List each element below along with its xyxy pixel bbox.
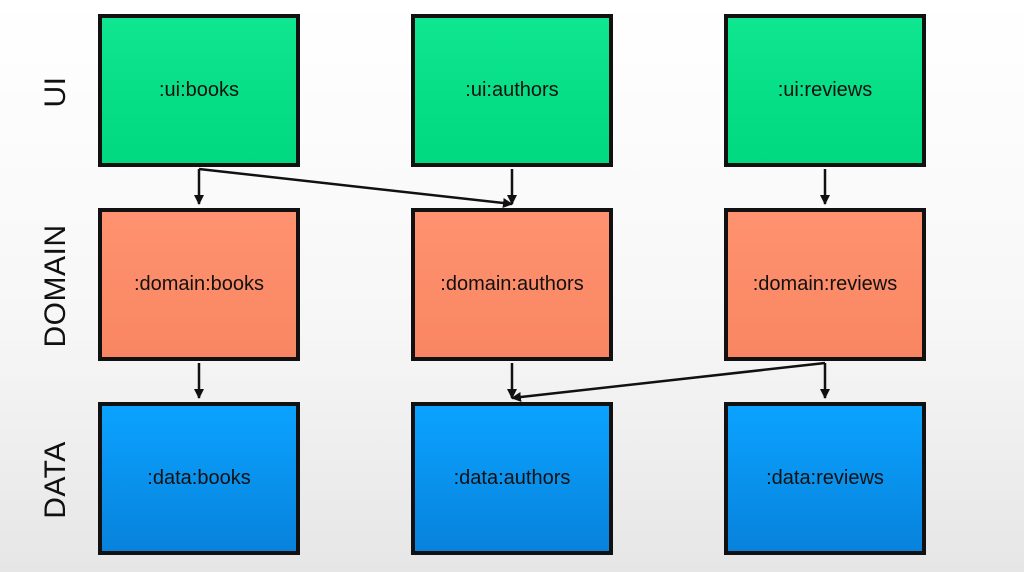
module-label: :data:authors [453, 467, 571, 489]
module-label: :domain:reviews [752, 273, 898, 295]
module-domain-authors: :domain:authors [411, 208, 613, 361]
module-data-authors: :data:authors [411, 402, 613, 555]
module-ui-books: :ui:books [98, 14, 300, 167]
layer-label-domain: DOMAIN [39, 224, 72, 348]
module-data-books: :data:books [98, 402, 300, 555]
module-label: :ui:reviews [777, 79, 873, 101]
module-label: :ui:authors [465, 79, 559, 101]
module-label: :data:books [147, 467, 251, 489]
module-label: :domain:authors [440, 273, 584, 295]
module-data-reviews: :data:reviews [724, 402, 926, 555]
dependency-arrow [198, 167, 513, 208]
module-domain-reviews: :domain:reviews [724, 208, 926, 361]
layer-label-data: DATA [39, 441, 72, 519]
module-ui-authors: :ui:authors [411, 14, 613, 167]
module-label: :ui:books [158, 79, 240, 101]
module-ui-reviews: :ui:reviews [724, 14, 926, 167]
module-label: :domain:books [133, 273, 265, 295]
module-domain-books: :domain:books [98, 208, 300, 361]
dependency-arrow [511, 361, 826, 402]
layer-label-ui: UI [39, 76, 72, 108]
module-label: :data:reviews [766, 467, 884, 489]
